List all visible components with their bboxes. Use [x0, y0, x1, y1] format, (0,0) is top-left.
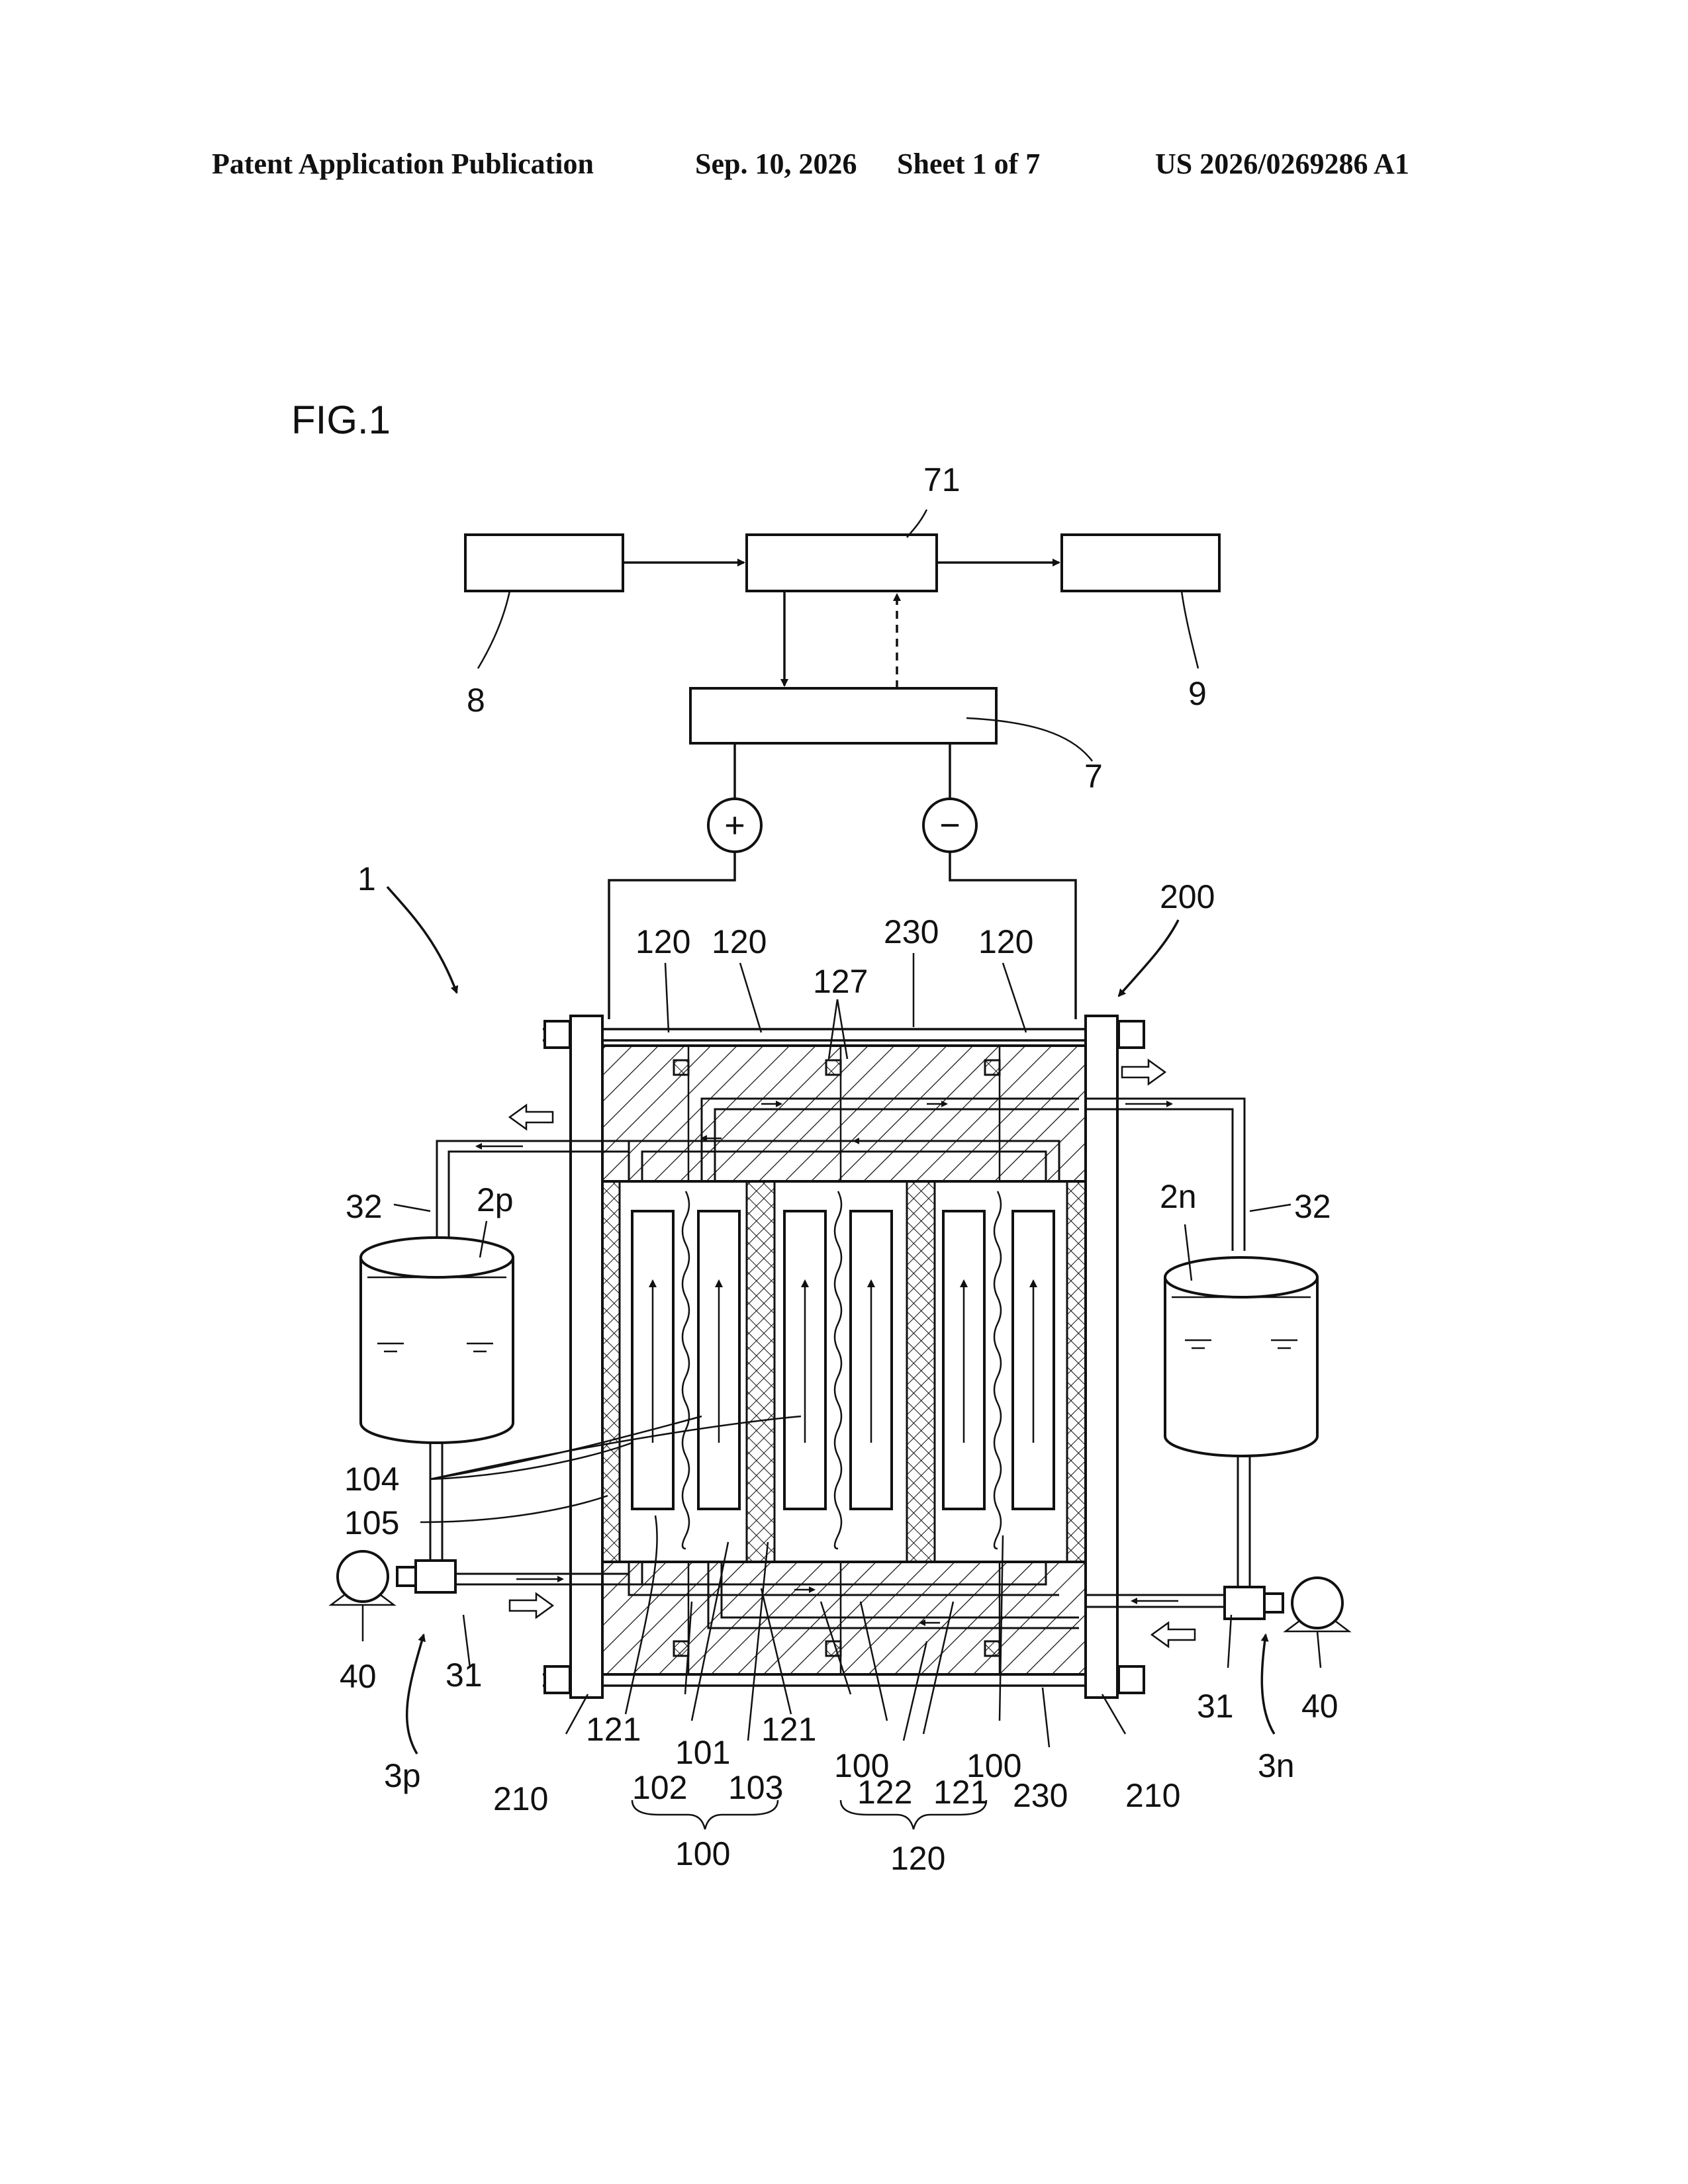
leader-200: [1119, 920, 1178, 996]
label-121-b: 121: [761, 1711, 816, 1748]
label-31-left: 31: [445, 1657, 483, 1694]
seal-127-top-3: [985, 1060, 1000, 1075]
current-collector-right: [1067, 1181, 1086, 1562]
seal-127-bot-1: [674, 1641, 688, 1656]
tank-2p: [361, 1257, 513, 1443]
label-2n: 2n: [1160, 1178, 1197, 1215]
label-32-right: 32: [1294, 1188, 1331, 1225]
block-71: [747, 535, 937, 591]
plus-symbol: +: [724, 805, 745, 845]
label-121-c: 121: [933, 1774, 988, 1811]
pump-motor-right: [1292, 1578, 1342, 1628]
pump-motor-left: [338, 1551, 388, 1602]
label-104: 104: [344, 1461, 399, 1498]
label-40-right: 40: [1301, 1688, 1338, 1725]
leader-1: [387, 887, 457, 993]
label-120-a: 120: [635, 923, 690, 960]
nut-top-right: [1119, 1021, 1144, 1048]
nut-top-left: [545, 1021, 570, 1048]
label-101: 101: [675, 1734, 730, 1771]
label-210-left: 210: [493, 1780, 548, 1817]
label-230-top: 230: [884, 913, 939, 950]
tank-2p-lid: [361, 1238, 513, 1277]
nut-bottom-right: [1119, 1666, 1144, 1693]
hollow-arrow-right-top: [1122, 1060, 1165, 1084]
leader-71: [907, 510, 927, 537]
seal-127-bot-2: [826, 1641, 841, 1656]
label-122: 122: [857, 1774, 912, 1811]
hollow-arrow-left-top: [510, 1105, 553, 1129]
leader-8: [478, 591, 510, 668]
pump-body-left: [416, 1561, 455, 1592]
label-230-bottom: 230: [1013, 1777, 1068, 1814]
tank-2n-lid: [1165, 1257, 1317, 1297]
label-32-left: 32: [346, 1188, 383, 1225]
end-plate-left: [571, 1016, 602, 1698]
label-3n: 3n: [1258, 1747, 1295, 1784]
pump-coupling-left: [397, 1567, 416, 1586]
label-102: 102: [632, 1769, 687, 1806]
leader-3p: [407, 1635, 424, 1754]
label-120-b: 120: [712, 923, 767, 960]
leader-3n: [1262, 1635, 1274, 1734]
label-105: 105: [344, 1504, 399, 1541]
label-121-a: 121: [586, 1711, 641, 1748]
bipolar-plate-1: [747, 1181, 774, 1562]
label-103: 103: [728, 1769, 783, 1806]
seal-127-bot-3: [985, 1641, 1000, 1656]
label-71: 71: [923, 461, 961, 498]
label-40-left: 40: [340, 1658, 377, 1695]
bipolar-plate-2: [907, 1181, 935, 1562]
label-31-right: 31: [1197, 1688, 1234, 1725]
nut-bottom-left: [545, 1666, 570, 1693]
label-8: 8: [467, 682, 485, 719]
label-3p: 3p: [384, 1757, 421, 1794]
pump-coupling-right: [1264, 1594, 1283, 1612]
current-collector-left: [602, 1181, 620, 1562]
label-200: 200: [1160, 878, 1215, 915]
label-2p: 2p: [477, 1181, 514, 1218]
label-1: 1: [357, 860, 376, 897]
block-9: [1062, 535, 1219, 591]
hollow-arrow-right-bottom: [1152, 1623, 1195, 1647]
block-8: [465, 535, 623, 591]
label-120-c: 120: [978, 923, 1033, 960]
pump-body-right: [1225, 1587, 1264, 1619]
minus-symbol: −: [939, 805, 961, 845]
figure-title: FIG.1: [291, 398, 391, 442]
label-7: 7: [1084, 758, 1103, 795]
seal-127-top-2: [826, 1060, 841, 1075]
tank-2n: [1165, 1277, 1317, 1456]
label-127: 127: [813, 963, 868, 1000]
label-9: 9: [1188, 675, 1207, 712]
label-100-group: 100: [675, 1835, 730, 1872]
label-210-right: 210: [1125, 1777, 1180, 1814]
seal-127-top-1: [674, 1060, 688, 1075]
hollow-arrow-left-bottom: [510, 1594, 553, 1617]
leader-9: [1182, 591, 1198, 668]
label-120-group: 120: [890, 1840, 945, 1877]
block-7: [690, 688, 996, 743]
